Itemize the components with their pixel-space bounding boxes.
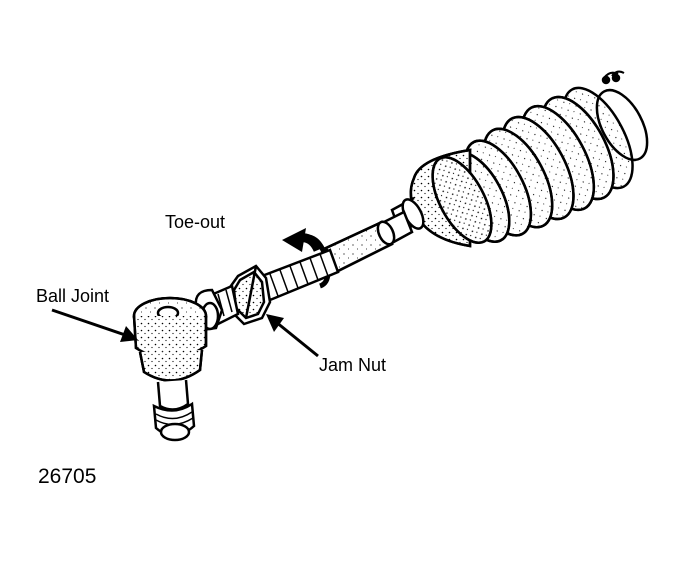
figure-number: 26705 — [38, 465, 97, 488]
jam-nut-leader — [266, 314, 319, 358]
arrowhead-icon — [266, 314, 284, 332]
ball-joint-label: Ball Joint — [36, 286, 110, 306]
arrowhead-icon — [120, 326, 138, 342]
ball-joint — [132, 296, 208, 442]
arrowhead-icon — [282, 228, 306, 252]
ball-joint-leader — [51, 308, 138, 342]
jam-nut-label: Jam Nut — [319, 355, 387, 375]
rack-boot — [390, 70, 649, 248]
toe-out-label: Toe-out — [165, 212, 226, 232]
inner-tie-rod — [324, 210, 414, 274]
adjuster-sleeve — [260, 248, 340, 302]
jam-nut — [226, 264, 272, 326]
